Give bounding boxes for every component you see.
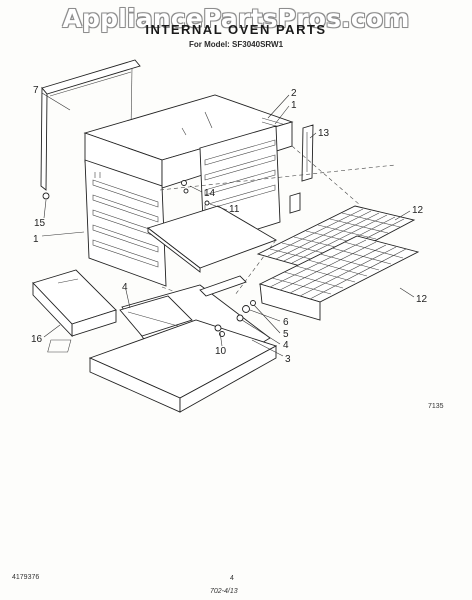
part-7-rear-frame [40, 59, 141, 200]
part-16-drawer-front [32, 269, 117, 338]
callout-12b: 12 [416, 294, 428, 305]
callout-3: 3 [285, 354, 291, 365]
callout-4a: 4 [122, 282, 128, 293]
callout-1a: 1 [291, 100, 297, 111]
part-13-tab [289, 192, 301, 214]
callout-7: 7 [33, 85, 39, 96]
leader-lines [41, 92, 415, 357]
art-number: 7135 [428, 403, 444, 410]
part-10-screw-icon [214, 324, 222, 332]
watermark: AppliancePartsPros.com [62, 4, 410, 33]
clip-14-icon [181, 180, 187, 186]
callout-13: 13 [318, 128, 330, 139]
part-12-oven-rack-bottom [258, 235, 420, 321]
part-1-oven-liner [83, 94, 294, 287]
callout-1b: 1 [33, 234, 39, 245]
callout-2: 2 [291, 88, 297, 99]
document-number: 4179376 [12, 574, 40, 581]
page-number: 4 [230, 575, 234, 582]
screw-15-icon [42, 192, 50, 200]
clip-14b-icon [183, 188, 189, 194]
left-rack-supports [92, 172, 159, 268]
clip-11-icon [204, 200, 210, 206]
callout-5: 5 [283, 329, 289, 340]
callout-6: 6 [283, 317, 289, 328]
callout-14: 14 [204, 188, 216, 199]
model-label: For Model: SF3040SRW1 [188, 40, 284, 49]
part-13-bracket [301, 124, 314, 182]
callout-12a: 12 [412, 205, 424, 216]
callout-11: 11 [229, 204, 240, 215]
part-4-slides [119, 275, 247, 337]
diagram-title: INTERNAL OVEN PARTS [145, 22, 327, 37]
footer-mark: 702-4/13 [210, 588, 238, 595]
callout-16: 16 [31, 334, 43, 345]
part-4-nut-icon [236, 314, 244, 322]
callout-4b: 4 [283, 340, 289, 351]
part-5-washer-icon [250, 300, 256, 306]
right-rack-supports [204, 139, 276, 211]
callout-10: 10 [215, 346, 227, 357]
part-6-screw-icon [242, 305, 250, 313]
callout-15: 15 [34, 218, 46, 229]
